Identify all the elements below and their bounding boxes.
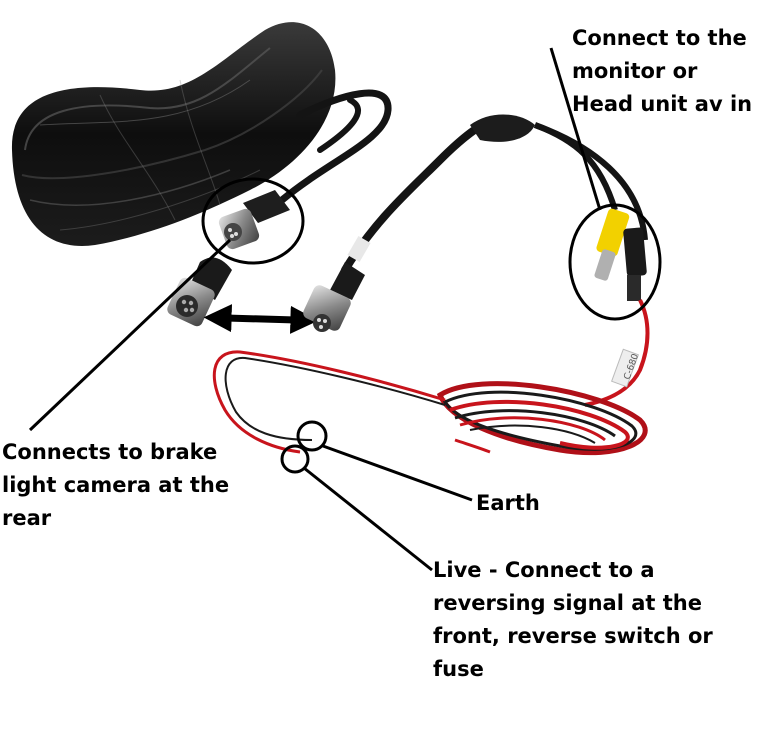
brake-leader-line — [28, 238, 232, 432]
annotation-line: Head unit av in — [572, 92, 753, 116]
annotation-line: Earth — [476, 491, 540, 515]
brake-annotation: Connects to brake light camera at the re… — [2, 436, 229, 535]
live-wire-circle — [280, 444, 310, 474]
double-headed-arrow-icon — [203, 304, 319, 334]
connector-highlight-circle — [201, 177, 305, 265]
cable-coil — [11, 22, 336, 246]
y-splitter — [470, 114, 648, 241]
rca-highlight-circle — [568, 203, 662, 321]
annotation-line: rear — [2, 506, 52, 530]
male-connector — [303, 262, 365, 332]
annotation-line: fuse — [433, 657, 484, 681]
annotation-line: light camera at the — [2, 473, 230, 497]
live-leader-line — [303, 466, 433, 572]
earth-leader-line — [322, 444, 473, 502]
annotation-line: Connect to the — [572, 26, 747, 50]
annotation-line: monitor or — [572, 59, 698, 83]
monitor-annotation: Connect to the monitor or Head unit av i… — [572, 22, 752, 121]
power-lead-coil — [436, 381, 648, 456]
annotation-line: front, reverse switch or — [433, 624, 713, 648]
live-annotation: Live - Connect to a reversing signal at … — [433, 554, 713, 686]
annotation-line: Live - Connect to a — [433, 558, 655, 582]
earth-annotation: Earth — [476, 487, 540, 520]
rca-connector — [594, 208, 647, 301]
annotation-line: Connects to brake — [2, 440, 218, 464]
earth-wire-circle — [296, 420, 328, 452]
monitor-leader-line — [549, 47, 602, 211]
annotation-line: reversing signal at the — [433, 591, 702, 615]
